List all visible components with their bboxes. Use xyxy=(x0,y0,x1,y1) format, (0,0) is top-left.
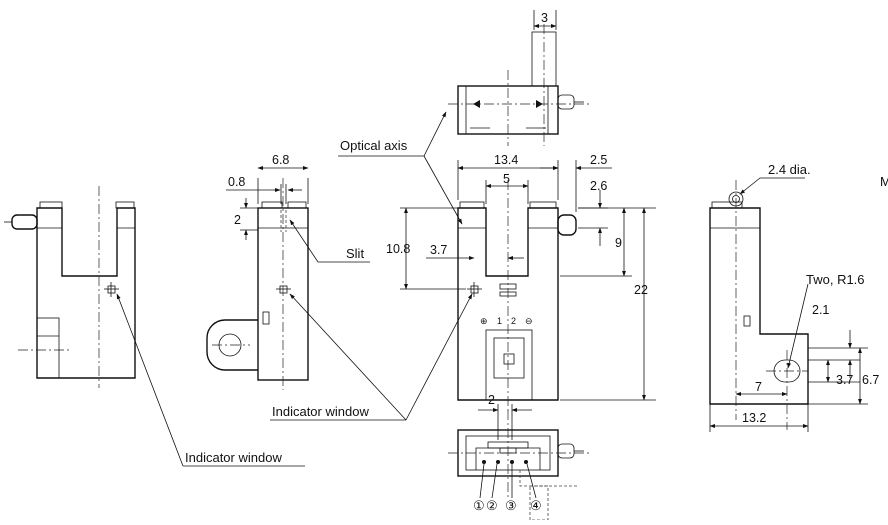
pin-1: 1 xyxy=(497,316,502,326)
dim-13-2: 13.2 xyxy=(742,411,766,425)
dim-2-5: 2.5 xyxy=(590,153,607,167)
label-indicator-window-left: Indicator window xyxy=(185,450,282,465)
leader-slit xyxy=(289,219,370,263)
dim-2-1: 2.1 xyxy=(812,303,829,317)
left-view xyxy=(4,186,136,388)
leader-two-r xyxy=(787,283,809,369)
label-indicator-window: Indicator window xyxy=(272,404,369,419)
dim-2-side: 2 xyxy=(234,213,241,227)
dim-7: 7 xyxy=(755,380,762,394)
dim-13-4: 13.4 xyxy=(494,153,518,167)
bottom-view xyxy=(448,410,590,521)
dim-10-8: 10.8 xyxy=(386,242,410,256)
dim-3-7: 3.7 xyxy=(430,243,447,257)
leader-dia xyxy=(739,177,805,195)
top-view xyxy=(448,24,590,146)
leader-optical-axis-front xyxy=(423,155,463,225)
label-dia: 2.4 dia. xyxy=(768,162,811,177)
dim-2-6: 2.6 xyxy=(590,179,607,193)
dim-5: 5 xyxy=(503,172,510,186)
dim-9: 9 xyxy=(615,236,622,250)
pin-number-4: ④ xyxy=(530,498,542,513)
pin-minus: ⊖ xyxy=(525,316,533,326)
dim-2-bottom: 2 xyxy=(488,393,495,407)
dim-6-8: 6.8 xyxy=(272,153,289,167)
dim-3: 3 xyxy=(541,11,548,25)
side-view xyxy=(206,178,309,390)
pin-plus: ⊕ xyxy=(480,316,488,326)
pin-2: 2 xyxy=(511,316,516,326)
front-view xyxy=(457,180,577,412)
pin-number-1: ① xyxy=(473,498,485,513)
label-optical-axis: Optical axis xyxy=(340,138,408,153)
pin-number-3: ③ xyxy=(505,498,517,513)
dim-6-7: 6.7 xyxy=(862,373,879,387)
pin-number-2: ② xyxy=(486,498,498,513)
label-slit: Slit xyxy=(346,246,364,261)
dim-0-8: 0.8 xyxy=(228,175,245,189)
dim-22: 22 xyxy=(634,283,648,297)
label-cut-letter: M xyxy=(880,174,888,189)
leader-indicator-left xyxy=(116,293,184,467)
leader-indicator-front xyxy=(405,293,473,421)
label-two-r: Two, R1.6 xyxy=(806,272,865,287)
dim-3-7-right: 3.7 xyxy=(836,373,853,387)
indicator-window-mark xyxy=(107,285,116,294)
leader-indicator-side xyxy=(289,293,407,421)
